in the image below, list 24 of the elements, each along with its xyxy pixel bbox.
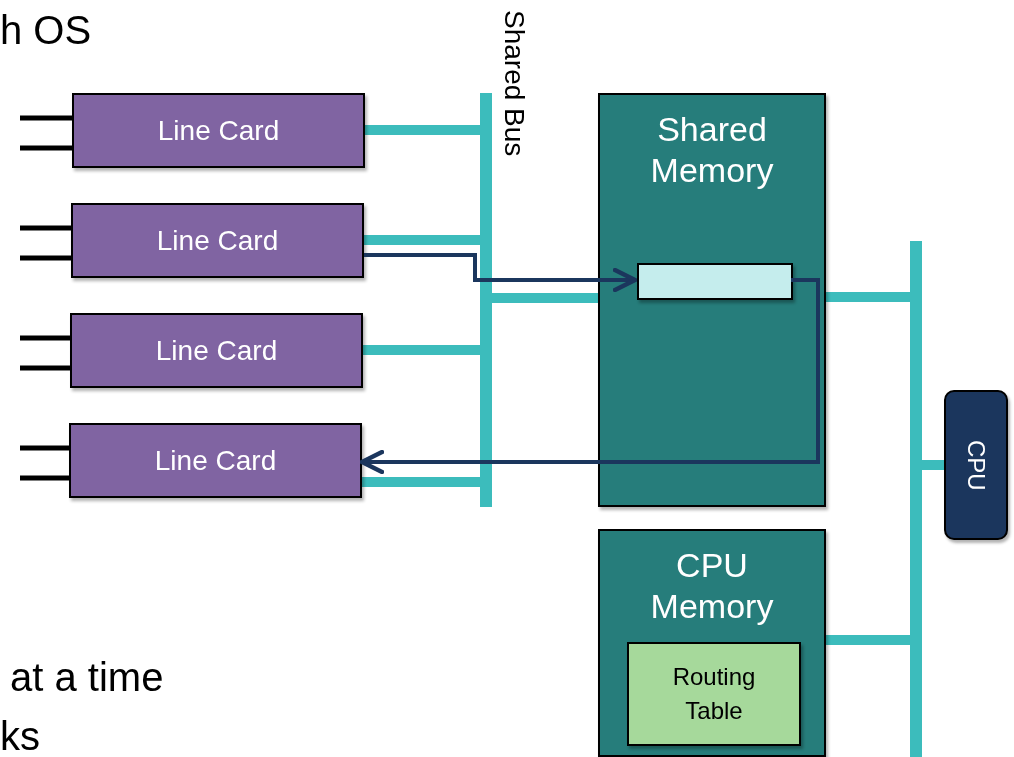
bus-connector — [362, 477, 480, 487]
memory-box: CPU Memory Routing Table — [598, 529, 826, 757]
routing-table-box: Routing Table — [627, 642, 801, 746]
bus-connector — [365, 125, 480, 135]
buffer-box — [637, 263, 793, 300]
bus-connector — [364, 235, 480, 245]
arrow — [359, 278, 820, 475]
line-card-box: Line Card — [69, 423, 362, 498]
bus-connector — [826, 635, 910, 645]
arrow — [364, 253, 638, 293]
line-card-box: Line Card — [72, 93, 365, 168]
memory-box: Shared Memory — [598, 93, 826, 507]
bus-bar — [910, 241, 922, 757]
slide-text: at a time — [10, 655, 164, 700]
cpu-box: CPU — [944, 390, 1008, 540]
line-card-box: Line Card — [70, 313, 363, 388]
bus-connector — [492, 293, 598, 303]
slide-text: ks — [0, 714, 40, 757]
line-card-box: Line Card — [71, 203, 364, 278]
slide-text: h OS — [0, 8, 92, 53]
bus-connector — [363, 345, 480, 355]
bus-connector — [922, 460, 944, 470]
bus-connector — [826, 292, 910, 302]
bus-label: Shared Bus — [498, 10, 530, 157]
